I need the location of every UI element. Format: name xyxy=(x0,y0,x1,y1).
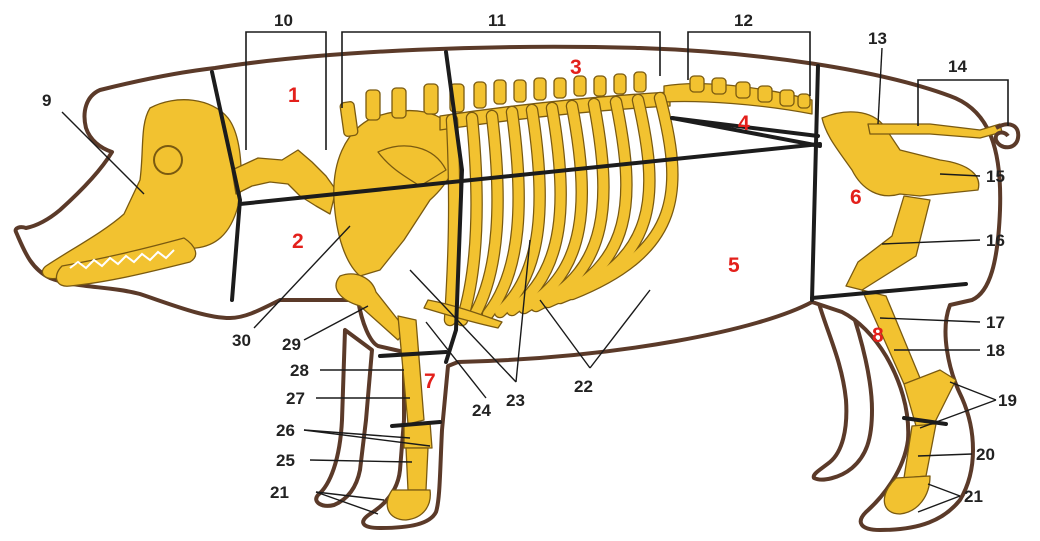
label-24: 24 xyxy=(472,401,491,420)
label-15: 15 xyxy=(986,167,1005,186)
label-12: 12 xyxy=(734,11,753,30)
region-8: 8 xyxy=(872,324,884,347)
label-29: 29 xyxy=(282,335,301,354)
label-21-fore: 21 xyxy=(270,483,289,502)
label-28: 28 xyxy=(290,361,309,380)
label-11: 11 xyxy=(488,11,506,30)
far-fore-leg-outline xyxy=(316,330,372,506)
region-4: 4 xyxy=(738,112,750,135)
region-6: 6 xyxy=(850,186,862,209)
label-19: 19 xyxy=(998,391,1017,410)
label-16: 16 xyxy=(986,231,1005,250)
label-17: 17 xyxy=(986,313,1005,332)
label-20: 20 xyxy=(976,445,995,464)
region-1: 1 xyxy=(288,84,300,107)
label-18: 18 xyxy=(986,341,1005,360)
label-23: 23 xyxy=(506,391,525,410)
label-9: 9 xyxy=(42,91,51,110)
region-3: 3 xyxy=(570,56,582,79)
label-22: 22 xyxy=(574,377,593,396)
label-30: 30 xyxy=(232,331,251,350)
tail-curl xyxy=(996,124,1019,147)
label-10: 10 xyxy=(274,11,293,30)
label-21-hind: 21 xyxy=(964,487,983,506)
region-7: 7 xyxy=(424,370,436,393)
label-25: 25 xyxy=(276,451,295,470)
label-14: 14 xyxy=(948,57,967,76)
fore-metacarpal xyxy=(406,448,428,490)
region-5: 5 xyxy=(728,254,740,277)
label-26: 26 xyxy=(276,421,295,440)
label-27: 27 xyxy=(286,389,305,408)
region-2: 2 xyxy=(292,230,304,253)
label-13: 13 xyxy=(868,29,887,48)
